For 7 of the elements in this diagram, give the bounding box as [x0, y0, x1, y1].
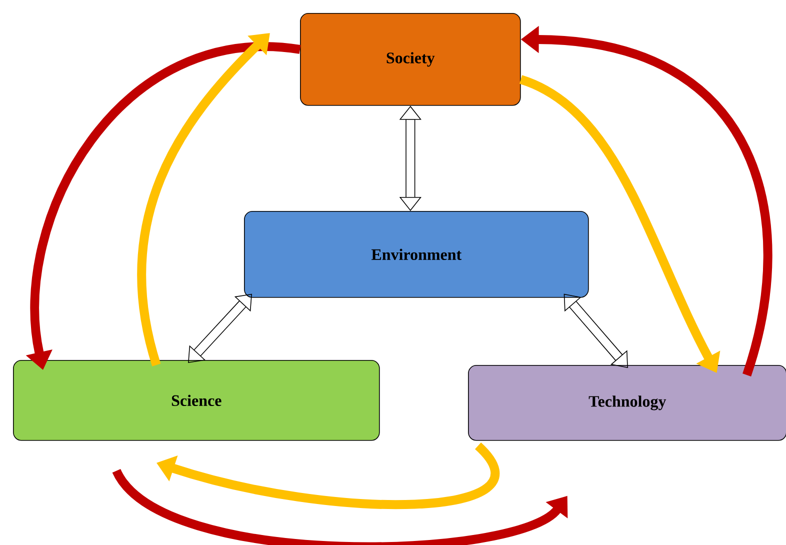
- text-box: Environment: [244, 211, 589, 298]
- double-arrow: [564, 294, 628, 368]
- curved-arrow: [112, 468, 568, 545]
- text-box: Science: [13, 360, 380, 441]
- double-arrow: [188, 294, 252, 363]
- text-box: Society: [300, 13, 521, 106]
- text-box: Technology: [468, 365, 786, 441]
